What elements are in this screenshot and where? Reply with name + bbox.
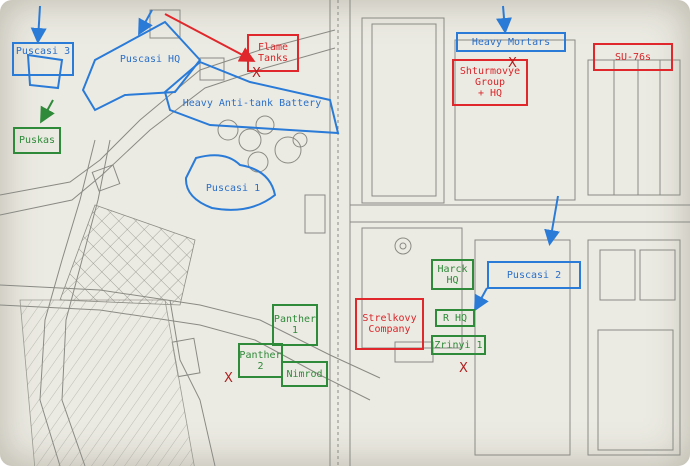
unit-shturmovye-group[interactable]: Shturmovye Group + HQ: [452, 59, 528, 106]
outline-heavy-antitank: [163, 60, 340, 135]
tree: [217, 119, 239, 141]
block-se-2: [474, 239, 571, 456]
building-se-c: [597, 329, 674, 451]
unit-su76s-label: SU-76s: [614, 51, 652, 63]
unit-heavy-antitank-label[interactable]: Heavy Anti-tank Battery: [182, 98, 322, 109]
unit-puskas[interactable]: Puskas: [13, 127, 61, 154]
arrow-puskas: [40, 99, 55, 124]
house: [91, 164, 121, 192]
arrow-flame-tanks: [164, 13, 256, 62]
unit-strelkovy-company[interactable]: Strelkovy Company: [355, 298, 424, 350]
arrow-heavy-mortars: [496, 5, 512, 34]
unit-heavy-mortars[interactable]: Heavy Mortars: [456, 32, 566, 52]
unit-shturmovye-group-label: Shturmovye Group + HQ: [459, 66, 521, 99]
unit-puscasi-1-label[interactable]: Puscasi 1: [205, 183, 261, 194]
unit-nimrod[interactable]: Nimrod: [281, 361, 328, 387]
tree: [238, 128, 262, 152]
arrow-puscasi-hq: [138, 9, 153, 36]
block-ne-3: [587, 59, 681, 196]
fountain: [394, 237, 412, 255]
tree: [274, 136, 302, 164]
block-se-3: [587, 239, 681, 456]
building-se-a: [599, 249, 636, 301]
unit-puscasi-2-label: Puscasi 2: [506, 269, 562, 281]
orchard: [59, 204, 196, 306]
block-ne-1: [361, 17, 445, 204]
unit-panther-1[interactable]: Panther 1: [272, 304, 318, 346]
objective-marker[interactable]: X: [252, 66, 261, 81]
objective-marker[interactable]: X: [224, 371, 233, 386]
unit-puscasi-3[interactable]: Puscasi 3: [12, 42, 74, 76]
unit-su76s[interactable]: SU-76s: [593, 43, 673, 71]
building-se-b: [639, 249, 676, 301]
unit-strelkovy-company-label: Strelkovy Company: [362, 313, 417, 335]
unit-r-hq-label: R HQ: [442, 312, 468, 324]
unit-nimrod-label: Nimrod: [286, 368, 323, 380]
unit-harck-hq[interactable]: Harck HQ: [431, 259, 474, 290]
unit-zrinyi-1-label: Zrinyi 1: [434, 339, 483, 351]
track-south: [169, 299, 216, 466]
unit-r-hq[interactable]: R HQ: [435, 309, 475, 327]
unit-puscasi-hq-label[interactable]: Puscasi HQ: [119, 54, 181, 65]
unit-panther-2-label: Panther 2: [239, 349, 282, 372]
arrow-puscasi-2-hq: [474, 287, 489, 312]
objective-marker[interactable]: X: [459, 361, 468, 376]
arrow-puscasi-3: [30, 5, 47, 44]
objective-marker[interactable]: X: [508, 56, 517, 71]
road-north: [0, 29, 336, 196]
unit-puskas-label: Puskas: [18, 135, 56, 146]
outline-puscasi-hq: [81, 20, 202, 112]
fountain-center: [399, 242, 407, 250]
unit-puscasi-2[interactable]: Puscasi 2: [487, 261, 581, 289]
tree: [292, 132, 308, 148]
unit-harck-hq-label: Harck HQ: [437, 263, 468, 286]
unit-panther-2[interactable]: Panther 2: [238, 343, 283, 378]
road-north-edge: [0, 47, 336, 216]
house: [304, 194, 326, 234]
unit-puscasi-3-label: Puscasi 3: [15, 46, 71, 57]
tree: [255, 115, 275, 135]
house: [199, 57, 225, 81]
unit-heavy-mortars-label: Heavy Mortars: [471, 36, 551, 48]
unit-zrinyi-1[interactable]: Zrinyi 1: [431, 335, 486, 355]
house: [394, 341, 434, 363]
unit-panther-1-label: Panther 1: [273, 314, 317, 336]
arrow-puscasi-2-top: [544, 195, 560, 246]
unit-flame-tanks-label: Flame Tanks: [257, 42, 289, 64]
unit-flame-tanks[interactable]: Flame Tanks: [247, 34, 299, 72]
outline-puscasi-1: [184, 154, 277, 211]
block-ne-1-inner: [371, 23, 437, 197]
block-ne-2: [454, 39, 576, 201]
